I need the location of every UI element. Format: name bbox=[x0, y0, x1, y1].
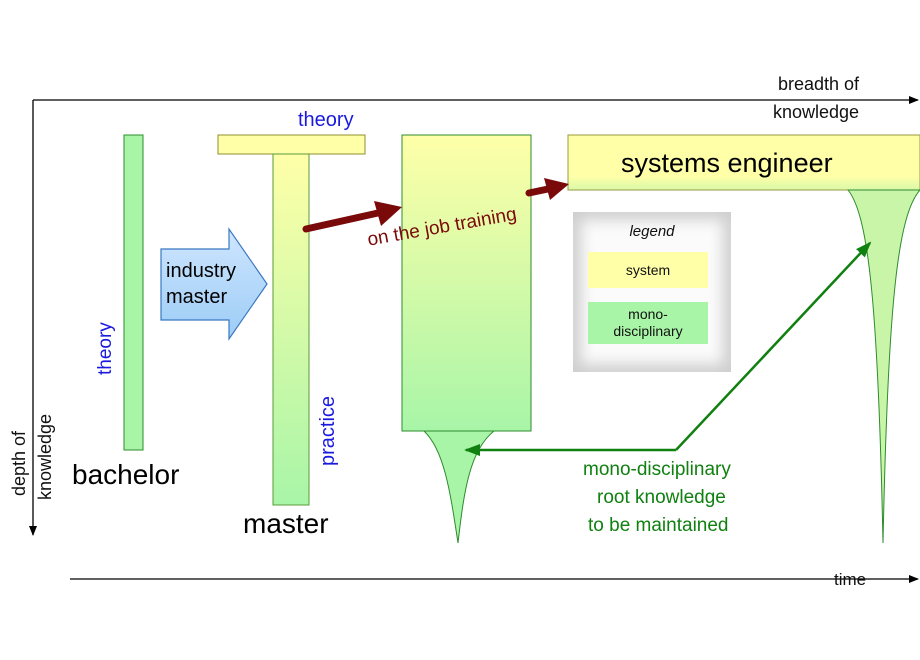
bachelor-theory-label: theory bbox=[95, 322, 116, 375]
systems-engineer-label: systems engineer bbox=[621, 148, 833, 178]
master-theory-label: theory bbox=[298, 109, 354, 131]
industry-master-label: industry master bbox=[166, 260, 237, 308]
breadth-axis bbox=[29, 96, 919, 536]
master-practice-bar bbox=[272, 153, 310, 506]
master-practice-label: practice bbox=[317, 395, 339, 466]
root-note-line1: mono-disciplinary bbox=[583, 459, 731, 480]
industry-master-arrow bbox=[160, 227, 268, 341]
breadth-label-line1: breadth of bbox=[778, 74, 860, 94]
depth-label-line1: depth of bbox=[9, 430, 29, 496]
legend-mono-swatch: mono- disciplinary bbox=[588, 302, 708, 344]
depth-label-line2: knowledge bbox=[35, 413, 55, 500]
job-training-arrows bbox=[302, 178, 569, 233]
systems-engineer-root-spike bbox=[846, 189, 920, 544]
bachelor-label: bachelor bbox=[72, 459, 180, 490]
legend-system-swatch: system bbox=[588, 252, 708, 288]
job-root-spike bbox=[422, 430, 496, 544]
breadth-label-line2: knowledge bbox=[773, 102, 860, 122]
time-label: time bbox=[834, 570, 867, 589]
root-note-line2: root knowledge bbox=[597, 487, 726, 508]
root-note-line3: to be maintained bbox=[588, 515, 729, 536]
job-training-block bbox=[401, 134, 532, 432]
root-knowledge-connector bbox=[464, 241, 872, 456]
master-label: master bbox=[243, 508, 329, 539]
bachelor-bar bbox=[123, 134, 144, 451]
legend: legend system mono- disciplinary bbox=[573, 212, 731, 372]
systems-engineer-bar bbox=[567, 134, 920, 191]
legend-title: legend bbox=[629, 223, 675, 240]
master-theory-bar bbox=[217, 134, 366, 155]
